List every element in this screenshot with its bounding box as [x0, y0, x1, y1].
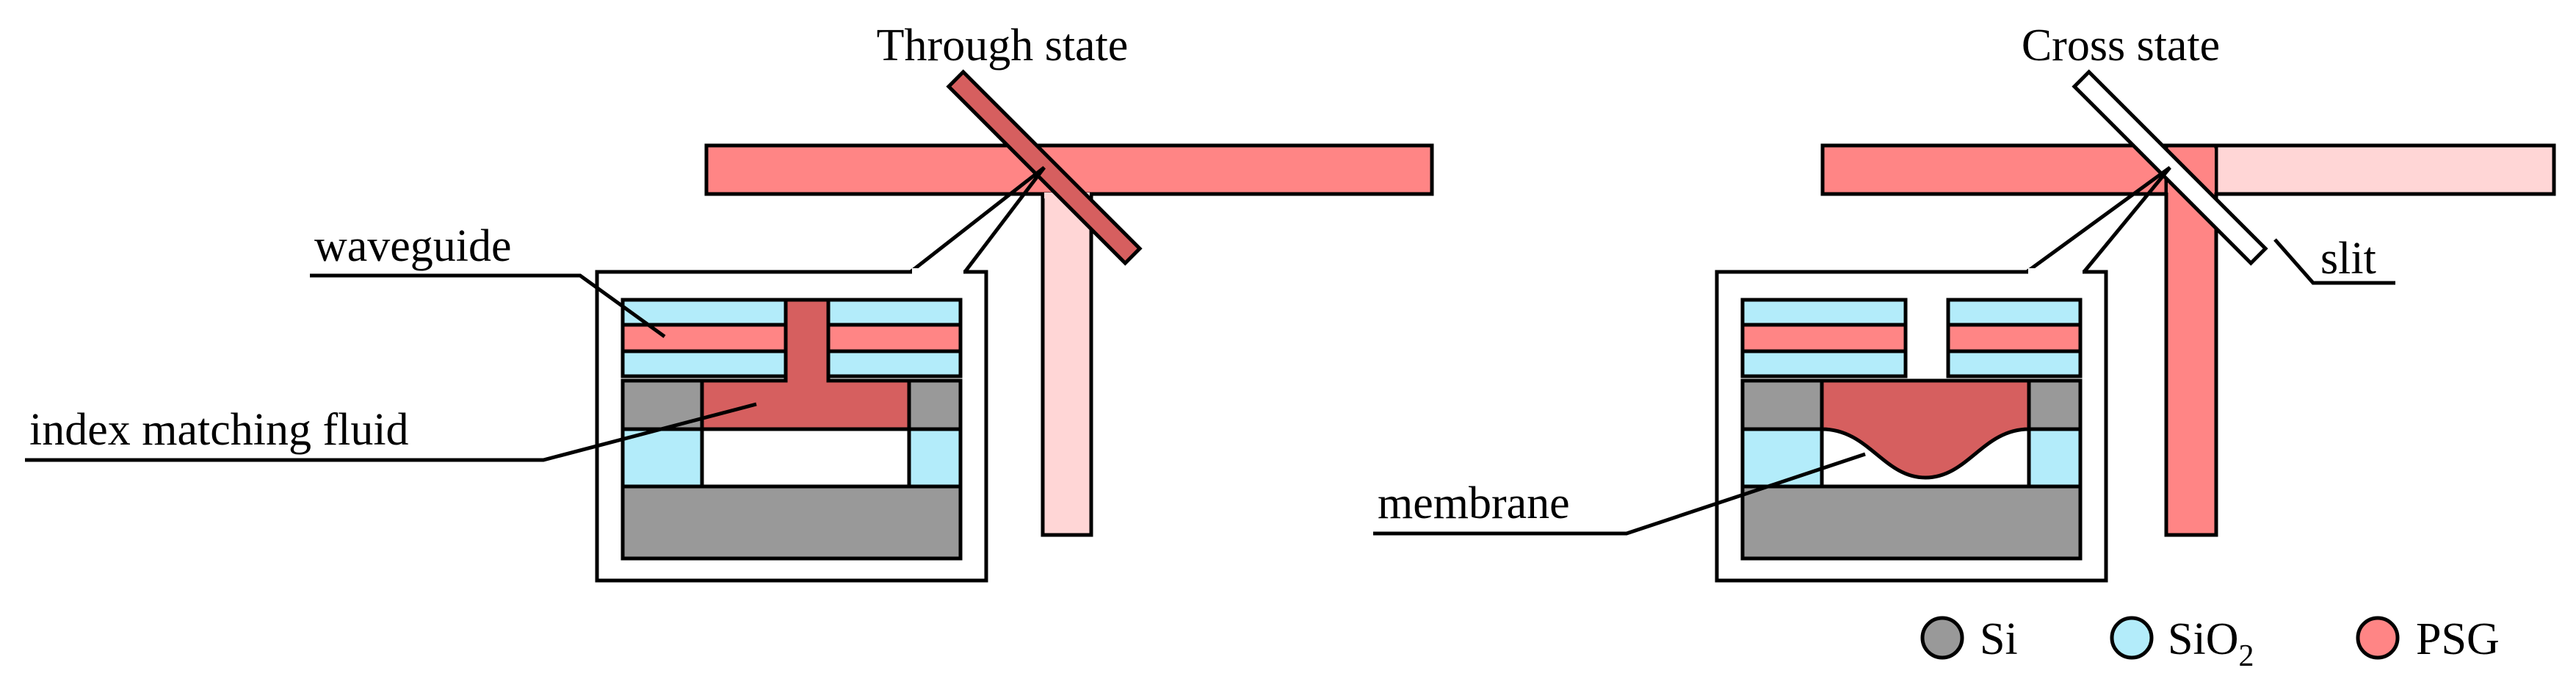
si-swatch [1920, 616, 1964, 660]
horizontal-waveguide-lit-cross [1820, 143, 2168, 196]
membrane-label: membrane [1378, 478, 1570, 528]
inset-frame-gap-cross [2028, 268, 2083, 276]
slit-leader [2273, 238, 2395, 285]
legend-item-psg: PSG [2356, 614, 2500, 664]
cross-state-title: Cross state [2022, 21, 2220, 71]
legend-label-psg: PSG [2416, 614, 2500, 664]
membrane-leader [1373, 452, 1866, 536]
through-state-panel: Through state [25, 21, 1434, 583]
cross-state-panel: Cross state slit [1373, 21, 2556, 583]
index-matching-fluid-label: index matching fluid [29, 405, 409, 455]
slit-label: slit [2320, 234, 2376, 284]
legend-label-sio2: SiO2 [2168, 614, 2254, 673]
sio2-swatch [2110, 616, 2154, 660]
waveguide-label: waveguide [314, 221, 512, 271]
waveguide-leader [310, 273, 666, 339]
legend-item-si: Si [1920, 614, 2018, 664]
psg-swatch [2356, 616, 2400, 660]
legend-item-sio2: SiO2 [2110, 614, 2254, 673]
fluid-leader [25, 402, 757, 462]
horizontal-waveguide-unlit [2164, 143, 2556, 196]
legend: Si SiO2 PSG [1920, 614, 2500, 673]
cross-section-through [621, 298, 963, 561]
inset-callout-lines [909, 166, 1046, 273]
inset-callout-lines-cross [2025, 165, 2171, 274]
inset-frame-gap [912, 268, 963, 276]
cross-section-cross [1740, 298, 2083, 561]
legend-label-si: Si [1980, 614, 2018, 664]
through-state-title: Through state [877, 21, 1129, 71]
